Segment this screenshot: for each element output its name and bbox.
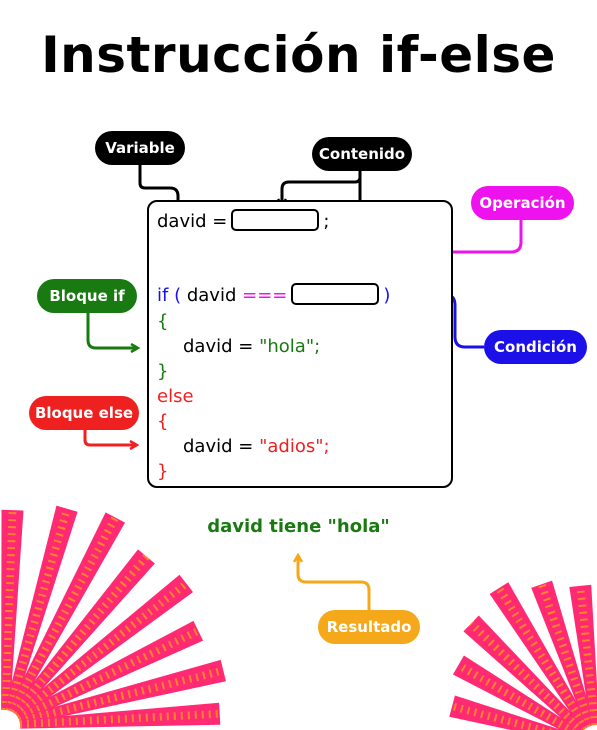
else-keyword: else (157, 386, 194, 407)
code-line-else-body: david = "adios"; (183, 435, 330, 459)
else-open-brace: { (157, 411, 169, 432)
sunburst-ray-texture (8, 515, 119, 714)
else-close-brace: } (157, 461, 169, 482)
if-keyword: if (157, 285, 169, 306)
else-body-variable: david (183, 436, 233, 457)
if-body-operator: = (238, 336, 254, 357)
sunburst-ray-texture (18, 666, 225, 726)
sunburst-ray (463, 615, 586, 730)
code-block (147, 200, 453, 488)
sunburst-ray-texture (468, 620, 586, 730)
operacion-label: Operación (471, 186, 574, 220)
condition-variable: david (186, 285, 237, 306)
code-line-assignment: david =; (157, 209, 329, 234)
else-body-operator: = (238, 436, 254, 457)
bloque-if-arrow (86, 313, 137, 348)
code-line-if-body: david = "hola"; (183, 335, 320, 359)
sunburst-ray-texture (5, 507, 71, 712)
assign-operator: = (212, 211, 228, 232)
assign-variable: david (157, 211, 207, 232)
sunburst-ray-texture (14, 580, 189, 719)
resultado-label: Resultado (318, 610, 420, 644)
variable-arrow (138, 165, 178, 208)
if-close-paren: ) (383, 285, 391, 306)
if-open-brace: { (157, 311, 169, 332)
if-body-value: "hola"; (259, 336, 321, 357)
assign-semicolon: ; (323, 211, 330, 232)
if-close-brace: } (157, 361, 169, 382)
sunburst-ray (452, 655, 581, 730)
if-open-paren: ( (174, 285, 182, 306)
if-body-variable: david (183, 336, 233, 357)
result-text: david tiene "hola" (207, 516, 390, 537)
content-slot (231, 209, 320, 231)
bloque-else-label: Bloque else (29, 396, 139, 430)
sunburst-ray-texture (451, 702, 556, 730)
variable-label: Variable (95, 131, 185, 165)
contenido-label: Contenido (312, 137, 412, 171)
condition-slot (291, 283, 380, 305)
code-line-if: if ( david ===) (157, 283, 390, 308)
sunburst-ray-texture (576, 585, 597, 726)
resultado-arrow (298, 556, 371, 610)
condicion-label: Condición (484, 330, 587, 364)
else-body-value: "adios"; (259, 436, 330, 457)
bloque-if-label: Bloque if (37, 279, 137, 313)
bloque-else-arrow (83, 430, 136, 445)
page-title: Instrucción if-else (41, 26, 556, 84)
sunburst-ray (449, 695, 562, 730)
sunburst-ray-texture (456, 661, 579, 730)
comparison-operator: === (242, 285, 288, 306)
